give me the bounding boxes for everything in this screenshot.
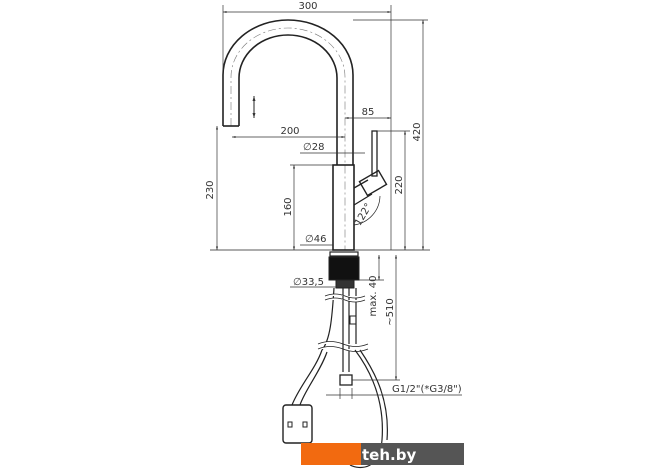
spout-outer (222, 19, 354, 165)
dim-body-diameter: ∅46 (305, 234, 326, 245)
faucet-body (332, 164, 355, 251)
dim-hose-length: ~510 (385, 298, 396, 325)
lever-head (358, 169, 388, 197)
lever-handle (371, 130, 378, 177)
dim-lever-offset: 85 (362, 107, 375, 118)
dim-spout-diameter: ∅28 (303, 142, 324, 153)
dim-mount-diameter: ∅33,5 (293, 277, 324, 288)
watermark-logo: teh.by (301, 443, 464, 465)
dim-lever-angle: 122° (353, 202, 375, 228)
mounting-nut (328, 256, 360, 281)
hose-weight (282, 404, 313, 444)
dim-width-total: 300 (298, 1, 317, 12)
watermark-text: teh.by (362, 446, 416, 464)
dim-connection-thread: G1/2"(*G3/8") (392, 384, 462, 395)
spout-inner (238, 34, 338, 165)
dim-spout-reach: 200 (280, 126, 299, 137)
dim-spout-height: 230 (205, 180, 216, 199)
dim-height-total: 420 (412, 122, 423, 141)
pull-out-hose (291, 349, 388, 469)
dim-lever-height: 220 (394, 175, 405, 194)
dim-body-height: 160 (283, 197, 294, 216)
spout-centerline (230, 27, 346, 250)
connection-nut (339, 374, 353, 386)
dim-max-deck: max. 40 (368, 276, 379, 317)
